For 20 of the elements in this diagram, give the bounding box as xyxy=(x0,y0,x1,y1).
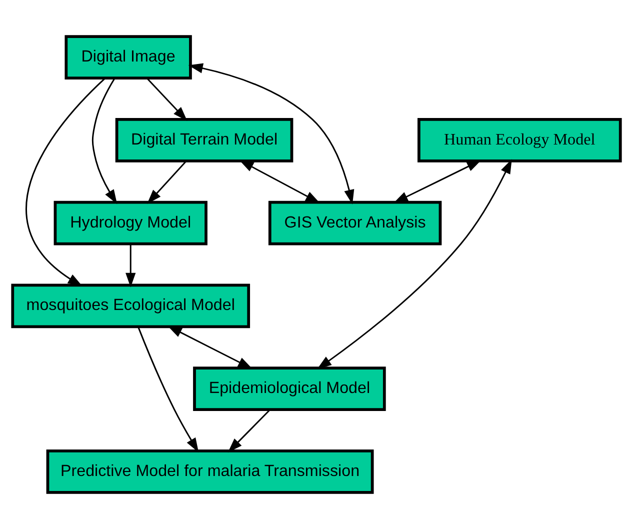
arrow xyxy=(188,63,354,204)
node-box: GIS Vector Analysis xyxy=(268,200,442,246)
node-box: Predictive Model for malaria Transmission xyxy=(46,450,374,494)
node-box: Digital Terrain Model xyxy=(115,118,294,162)
arrow xyxy=(239,160,320,204)
arrow xyxy=(137,326,199,452)
node-box: mosquitoes Ecological Model xyxy=(11,284,250,328)
arrow xyxy=(146,78,188,121)
arrow xyxy=(167,326,252,369)
node-box: Digital Image xyxy=(64,35,192,80)
arrow xyxy=(126,244,136,288)
arrow xyxy=(393,160,482,204)
arrow xyxy=(26,78,106,286)
arrow xyxy=(317,159,512,370)
node-box: Human Ecology Model xyxy=(418,118,622,162)
node-box: Hydrology Model xyxy=(54,200,208,246)
arrow xyxy=(92,78,118,204)
node-box: Epidemiological Model xyxy=(193,366,386,411)
arrow xyxy=(228,409,270,452)
arrow xyxy=(147,160,187,204)
